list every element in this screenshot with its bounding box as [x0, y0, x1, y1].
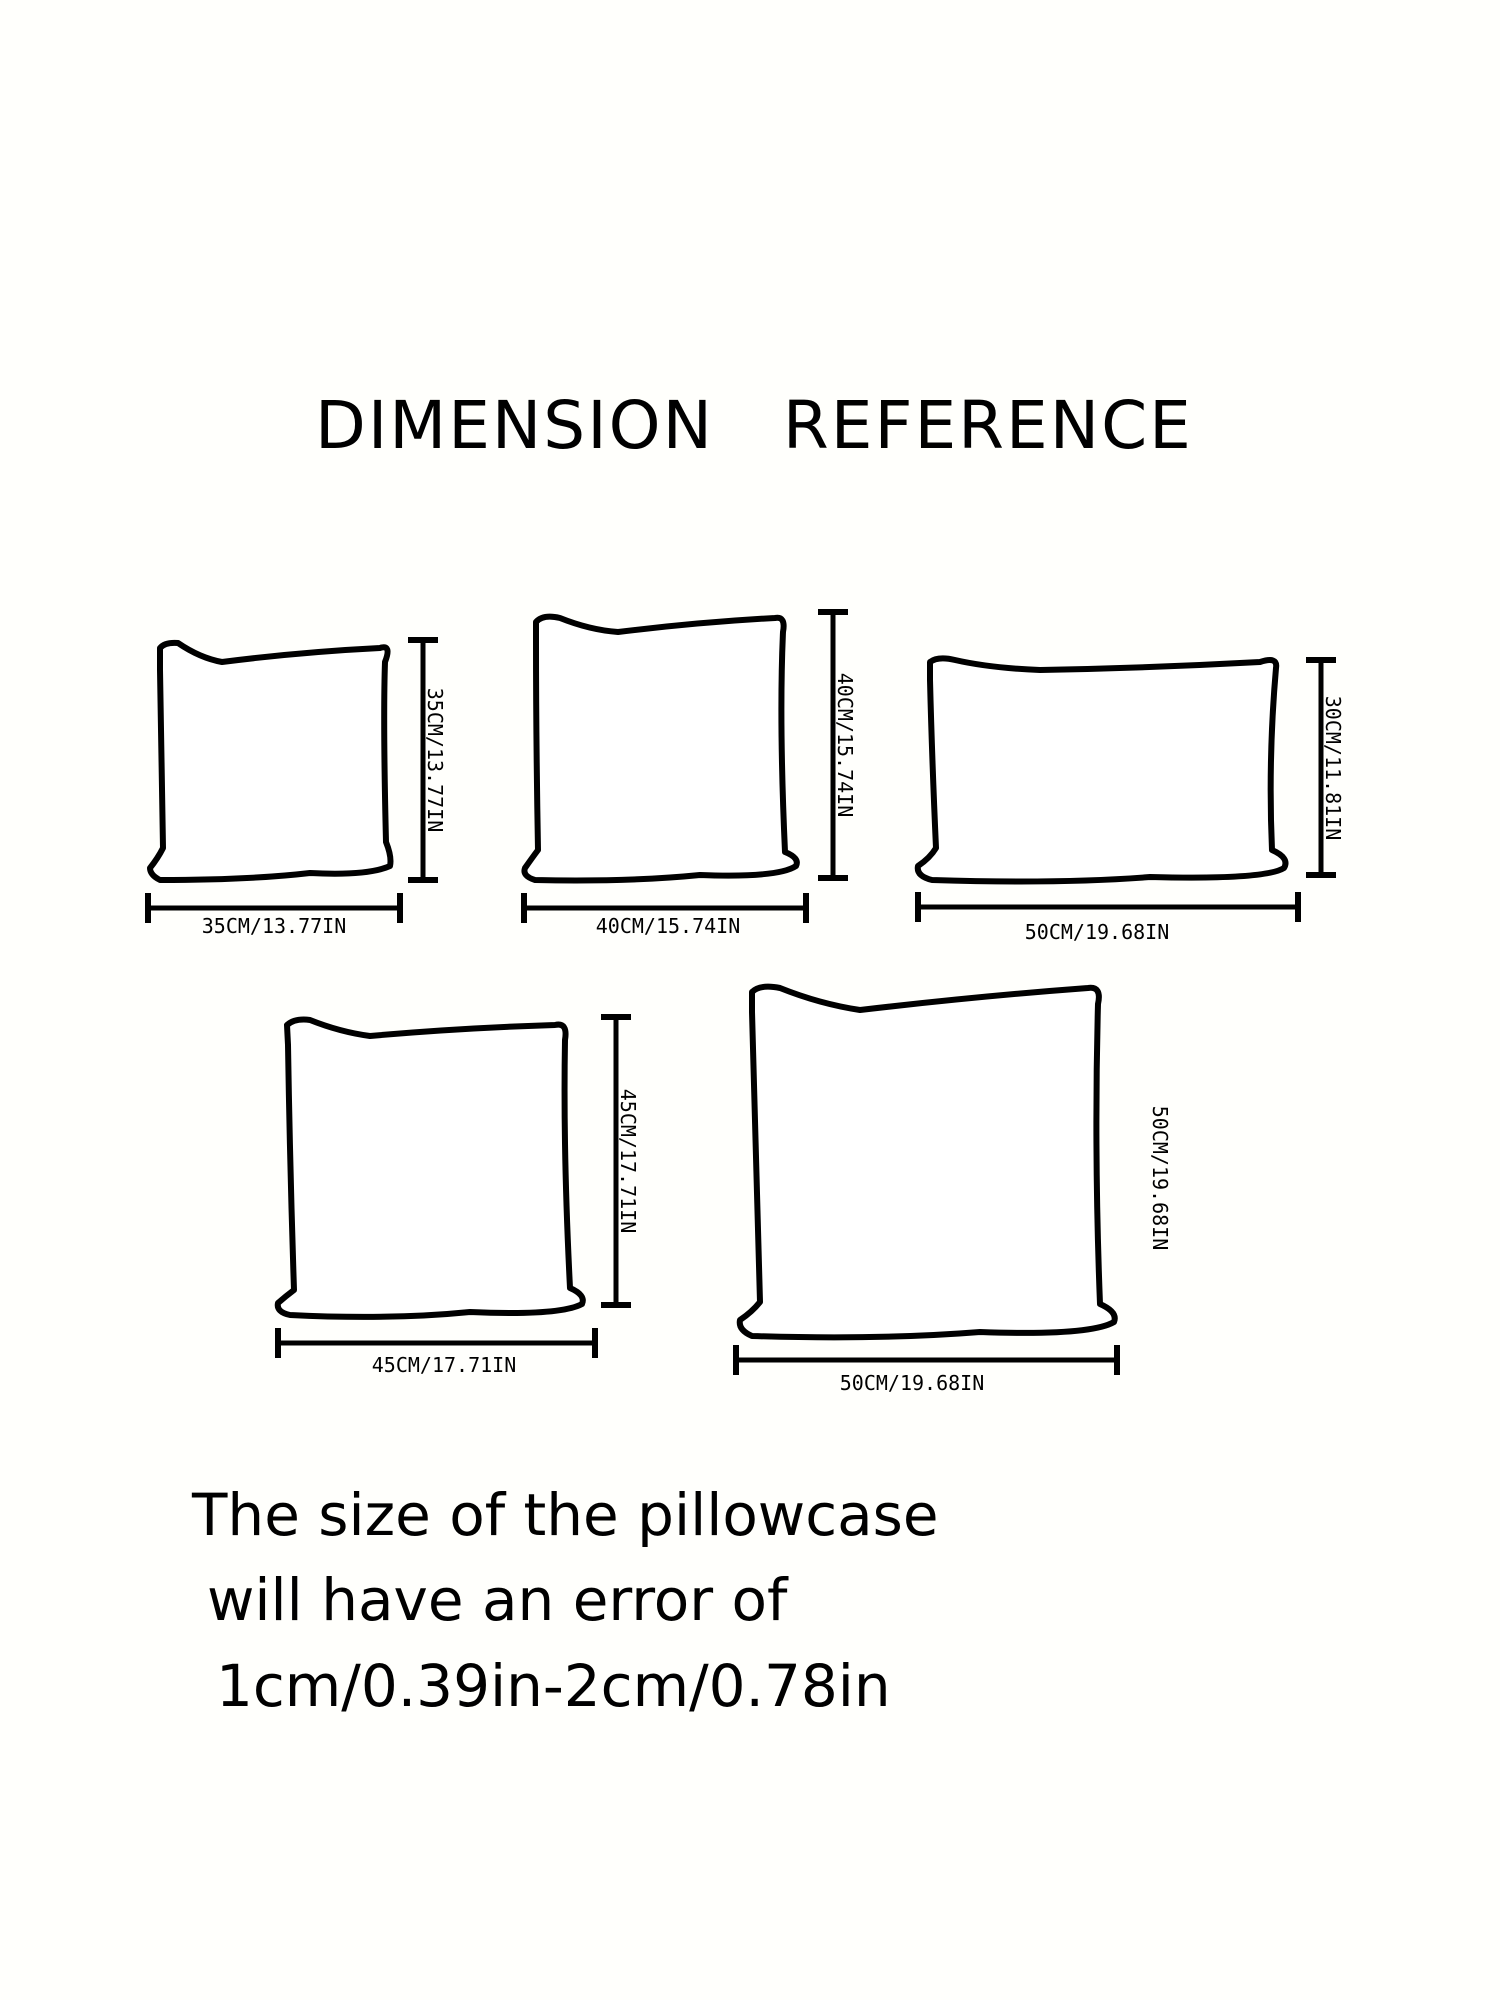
- note-line-3: 1cm/0.39in-2cm/0.78in: [216, 1652, 891, 1720]
- width-label-50x30cm: 50CM/19.68IN: [1025, 920, 1170, 944]
- pillow-50cm: 50CM/19.68IN 50CM/19.68IN: [733, 983, 1172, 1395]
- page-title: DIMENSION REFERENCE: [315, 387, 1193, 464]
- note-line-1: The size of the pillowcase: [191, 1481, 939, 1549]
- height-label-50x30cm: 30CM/11.81IN: [1321, 696, 1345, 841]
- height-dimension-50cm: 50CM/19.68IN: [1148, 1106, 1172, 1251]
- pillow-50x30cm: 30CM/11.81IN 50CM/19.68IN: [914, 655, 1345, 944]
- width-label-40cm: 40CM/15.74IN: [596, 914, 741, 938]
- height-dimension-35cm: 35CM/13.77IN: [408, 637, 447, 883]
- width-label-35cm: 35CM/13.77IN: [202, 914, 347, 938]
- width-dimension-50cm: 50CM/19.68IN: [733, 1345, 1120, 1395]
- height-label-50cm: 50CM/19.68IN: [1148, 1106, 1172, 1251]
- height-label-35cm: 35CM/13.77IN: [423, 688, 447, 833]
- pillow-outline-50cm: [736, 983, 1118, 1341]
- height-dimension-45cm: 45CM/17.71IN: [601, 1014, 640, 1308]
- pillow-35cm: 35CM/13.77IN 35CM/13.77IN: [145, 637, 447, 938]
- pillow-45cm: 45CM/17.71IN 45CM/17.71IN: [274, 1014, 640, 1377]
- height-label-45cm: 45CM/17.71IN: [616, 1089, 640, 1234]
- pillow-outline-35cm: [147, 639, 394, 883]
- width-dimension-45cm: 45CM/17.71IN: [275, 1328, 598, 1377]
- width-dimension-40cm: 40CM/15.74IN: [521, 893, 809, 938]
- height-label-40cm: 40CM/15.74IN: [833, 673, 857, 818]
- pillow-outline-50x30cm: [914, 655, 1289, 885]
- width-dimension-50x30cm: 50CM/19.68IN: [915, 892, 1301, 944]
- pillow-outline-45cm: [274, 1016, 586, 1320]
- width-dimension-35cm: 35CM/13.77IN: [145, 893, 403, 938]
- width-label-50cm: 50CM/19.68IN: [840, 1371, 985, 1395]
- error-note: The size of the pillowcase will have an …: [191, 1481, 939, 1720]
- width-label-45cm: 45CM/17.71IN: [372, 1353, 517, 1377]
- height-dimension-50x30cm: 30CM/11.81IN: [1306, 657, 1345, 878]
- height-dimension-40cm: 40CM/15.74IN: [818, 609, 857, 881]
- note-line-2: will have an error of: [207, 1566, 789, 1634]
- pillow-outline-40cm: [521, 613, 800, 884]
- pillow-40cm: 40CM/15.74IN 40CM/15.74IN: [521, 609, 857, 938]
